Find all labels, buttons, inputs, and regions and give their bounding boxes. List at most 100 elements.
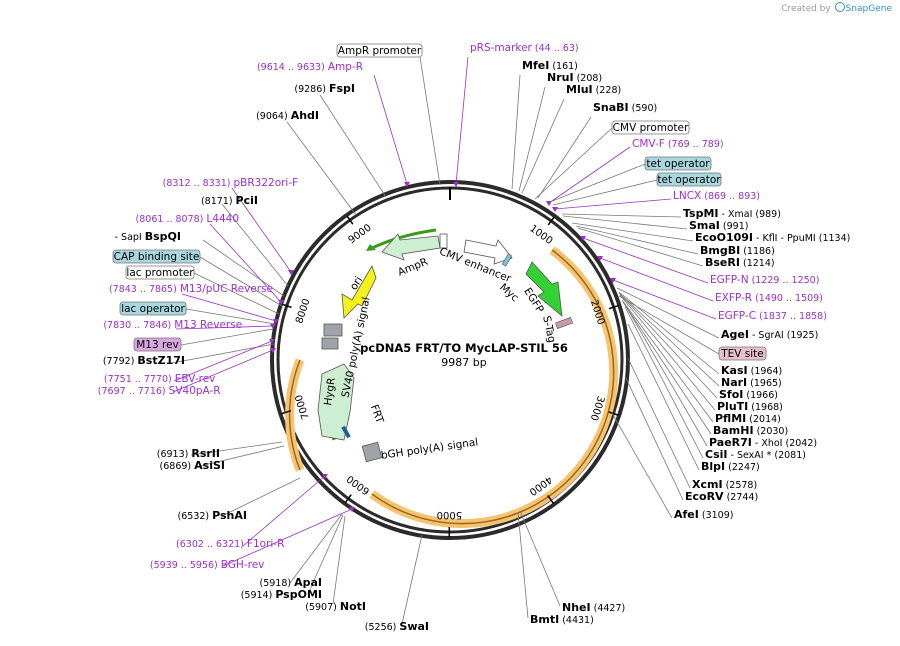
feature-box-label: TEV site [720,348,764,360]
enzyme-leader-line [202,239,285,297]
enzyme-label-bmti[interactable]: BmtI (4431) [530,613,594,626]
orf-arrow-ampr [371,228,437,250]
feature-label: FRT [368,403,386,425]
enzyme-leader-line [517,511,529,619]
primer-label[interactable]: (7830 .. 7846) M13 Reverse [103,319,242,331]
primer-label[interactable]: (8312 .. 8331) pBR322ori-F [163,177,299,189]
feature-leader-line [419,56,441,186]
enzyme-label-nrui[interactable]: NruI (208) [547,71,602,84]
primer-leader-line [612,279,717,320]
feature-box-label: CMV promoter [613,122,689,134]
enzyme-label-ecorv[interactable]: EcoRV (2744) [685,490,758,503]
tick-label: 6000 [345,473,372,497]
feature-leader-line [185,308,276,325]
enzyme-label-bstz17i[interactable]: (7792) BstZ17I [103,354,185,367]
enzyme-label-pflmi[interactable]: PflMI (2014) [715,412,781,425]
feature-box[interactable] [336,43,423,58]
enzyme-leader-line [511,74,521,190]
enzyme-label-csii[interactable]: CsiI - SexAI * (2081) [705,448,806,461]
enzyme-label-smai[interactable]: SmaI (991) [689,219,748,232]
primer-label[interactable]: EGFP-N (1229 .. 1250) [710,274,819,286]
snapgene-credit: Created by SnapGene [781,2,892,14]
enzyme-label-rsrii[interactable]: (6913) RsrII [157,447,220,460]
tick-label: 8000 [294,297,312,325]
enzyme-label-apai[interactable]: (5918) ApaI [259,576,322,589]
feature-box[interactable] [119,301,187,316]
feature-box[interactable] [611,120,690,135]
feature-box[interactable] [133,337,182,352]
enzyme-label-kasi[interactable]: KasI (1964) [721,364,782,377]
primer-label[interactable]: EGFP-C (1837 .. 1858) [718,310,827,322]
enzyme-label-bamhi[interactable]: BamHI (2030) [713,424,788,437]
primer-label[interactable]: (7843 .. 7865) M13/pUC Reverse [109,283,273,295]
primer-label[interactable]: (6302 .. 6321) F1ori-R [176,538,284,550]
enzyme-label-pcii[interactable]: (8171) PciI [201,194,258,207]
enzyme-label-xcmi[interactable]: XcmI (2578) [692,478,757,491]
primer-leader-line [222,508,353,567]
enzyme-label-mlui[interactable]: MluI (228) [566,83,621,96]
enzyme-label-afei[interactable]: AfeI (3109) [674,508,733,521]
primer-marker [580,236,586,241]
enzyme-leader-line [401,534,423,625]
tick-mark [608,411,619,416]
feature-box-label: lac operator [121,303,185,315]
feature-bgh-polya [361,441,383,463]
tick-mark [346,215,354,225]
enzyme-label-sfoi[interactable]: SfoI (1966) [719,388,778,401]
feature-box[interactable] [656,172,722,187]
primer-label[interactable]: (5939 .. 5956) BGH-rev [150,559,264,571]
feature-box-label: CAP binding site [114,251,200,263]
primer-label[interactable]: EXFP-R (1490 .. 1509) [715,292,823,304]
enzyme-leader-line [521,98,565,194]
enzyme-label-paer7i[interactable]: PaeR7I - XhoI (2042) [709,436,817,449]
enzyme-label-swai[interactable]: (5256) SwaI [365,620,429,633]
orf-arrowhead-ampr [366,244,376,251]
primer-marker [278,300,284,305]
primer-label[interactable]: LNCX (869 .. 893) [673,190,760,202]
enzyme-label-bmgbi[interactable]: BmgBI (1186) [700,244,775,257]
feature-box[interactable] [644,156,712,171]
enzyme-label-pluti[interactable]: PluTI (1968) [717,400,783,413]
primer-marker [552,207,558,212]
feature-box[interactable] [125,265,195,280]
feature-ori [341,265,377,319]
enzyme-label-ecoo109i[interactable]: EcoO109I - KflI - PpuMI (1134) [695,231,850,244]
enzyme-label-mfei[interactable]: MfeI (161) [522,59,578,72]
feature-box-label: tet operator [657,174,721,186]
feature-box[interactable] [718,346,767,361]
leader-line-group [171,56,720,625]
enzyme-label-nari[interactable]: NarI (1965) [721,376,782,389]
enzyme-leader-line [616,287,720,339]
enzyme-leader-line [624,306,704,459]
enzyme-label-bseri[interactable]: BseRI (1214) [705,256,775,269]
enzyme-label-tspmi[interactable]: TspMI - XmaI (989) [683,207,781,220]
enzyme-label-bspqi[interactable]: - SapI BspQI [115,230,181,243]
enzyme-label-pshai[interactable]: (6532) PshAI [178,509,247,522]
primer-label[interactable]: pRS-marker (44 .. 63) [470,42,579,54]
primer-label[interactable]: CMV-F (769 .. 789) [632,138,724,150]
feature-cmv-enhancer [463,239,513,265]
backbone-outer-ring [270,180,630,540]
primer-label[interactable]: (7697 .. 7716) SV40pA-R [98,385,221,397]
primer-label[interactable]: (7751 .. 7770) EBV-rev [104,373,216,385]
enzyme-label-noti[interactable]: (5907) NotI [305,600,366,613]
enzyme-label-ahdi[interactable]: (9064) AhdI [256,109,319,122]
enzyme-label-agei[interactable]: AgeI - SgrAI (1925) [721,328,818,341]
feature-ampr-promoter [439,233,448,249]
primer-label[interactable]: (9614 .. 9633) Amp-R [257,61,363,73]
primer-marker [597,256,603,261]
tick-mark [547,494,555,504]
primer-label[interactable]: (8061 .. 8078) L4440 [136,213,239,225]
feature-box[interactable] [112,249,201,264]
enzyme-leader-line [619,294,716,411]
enzyme-label-asisi[interactable]: (6869) AsiSI [160,459,225,472]
enzyme-leader-line [289,513,343,584]
tick-mark [281,303,292,309]
enzyme-label-blpi[interactable]: BlpI (2247) [701,460,760,473]
enzyme-label-fspi[interactable]: (9286) FspI [294,82,355,95]
enzyme-label-pspomi[interactable]: (5914) PspOMI [241,588,322,601]
enzyme-label-nhei[interactable]: NheI (4427) [562,601,625,614]
feature-leader-line [193,272,280,315]
enzyme-label-snabi[interactable]: SnaBI (590) [593,101,657,114]
